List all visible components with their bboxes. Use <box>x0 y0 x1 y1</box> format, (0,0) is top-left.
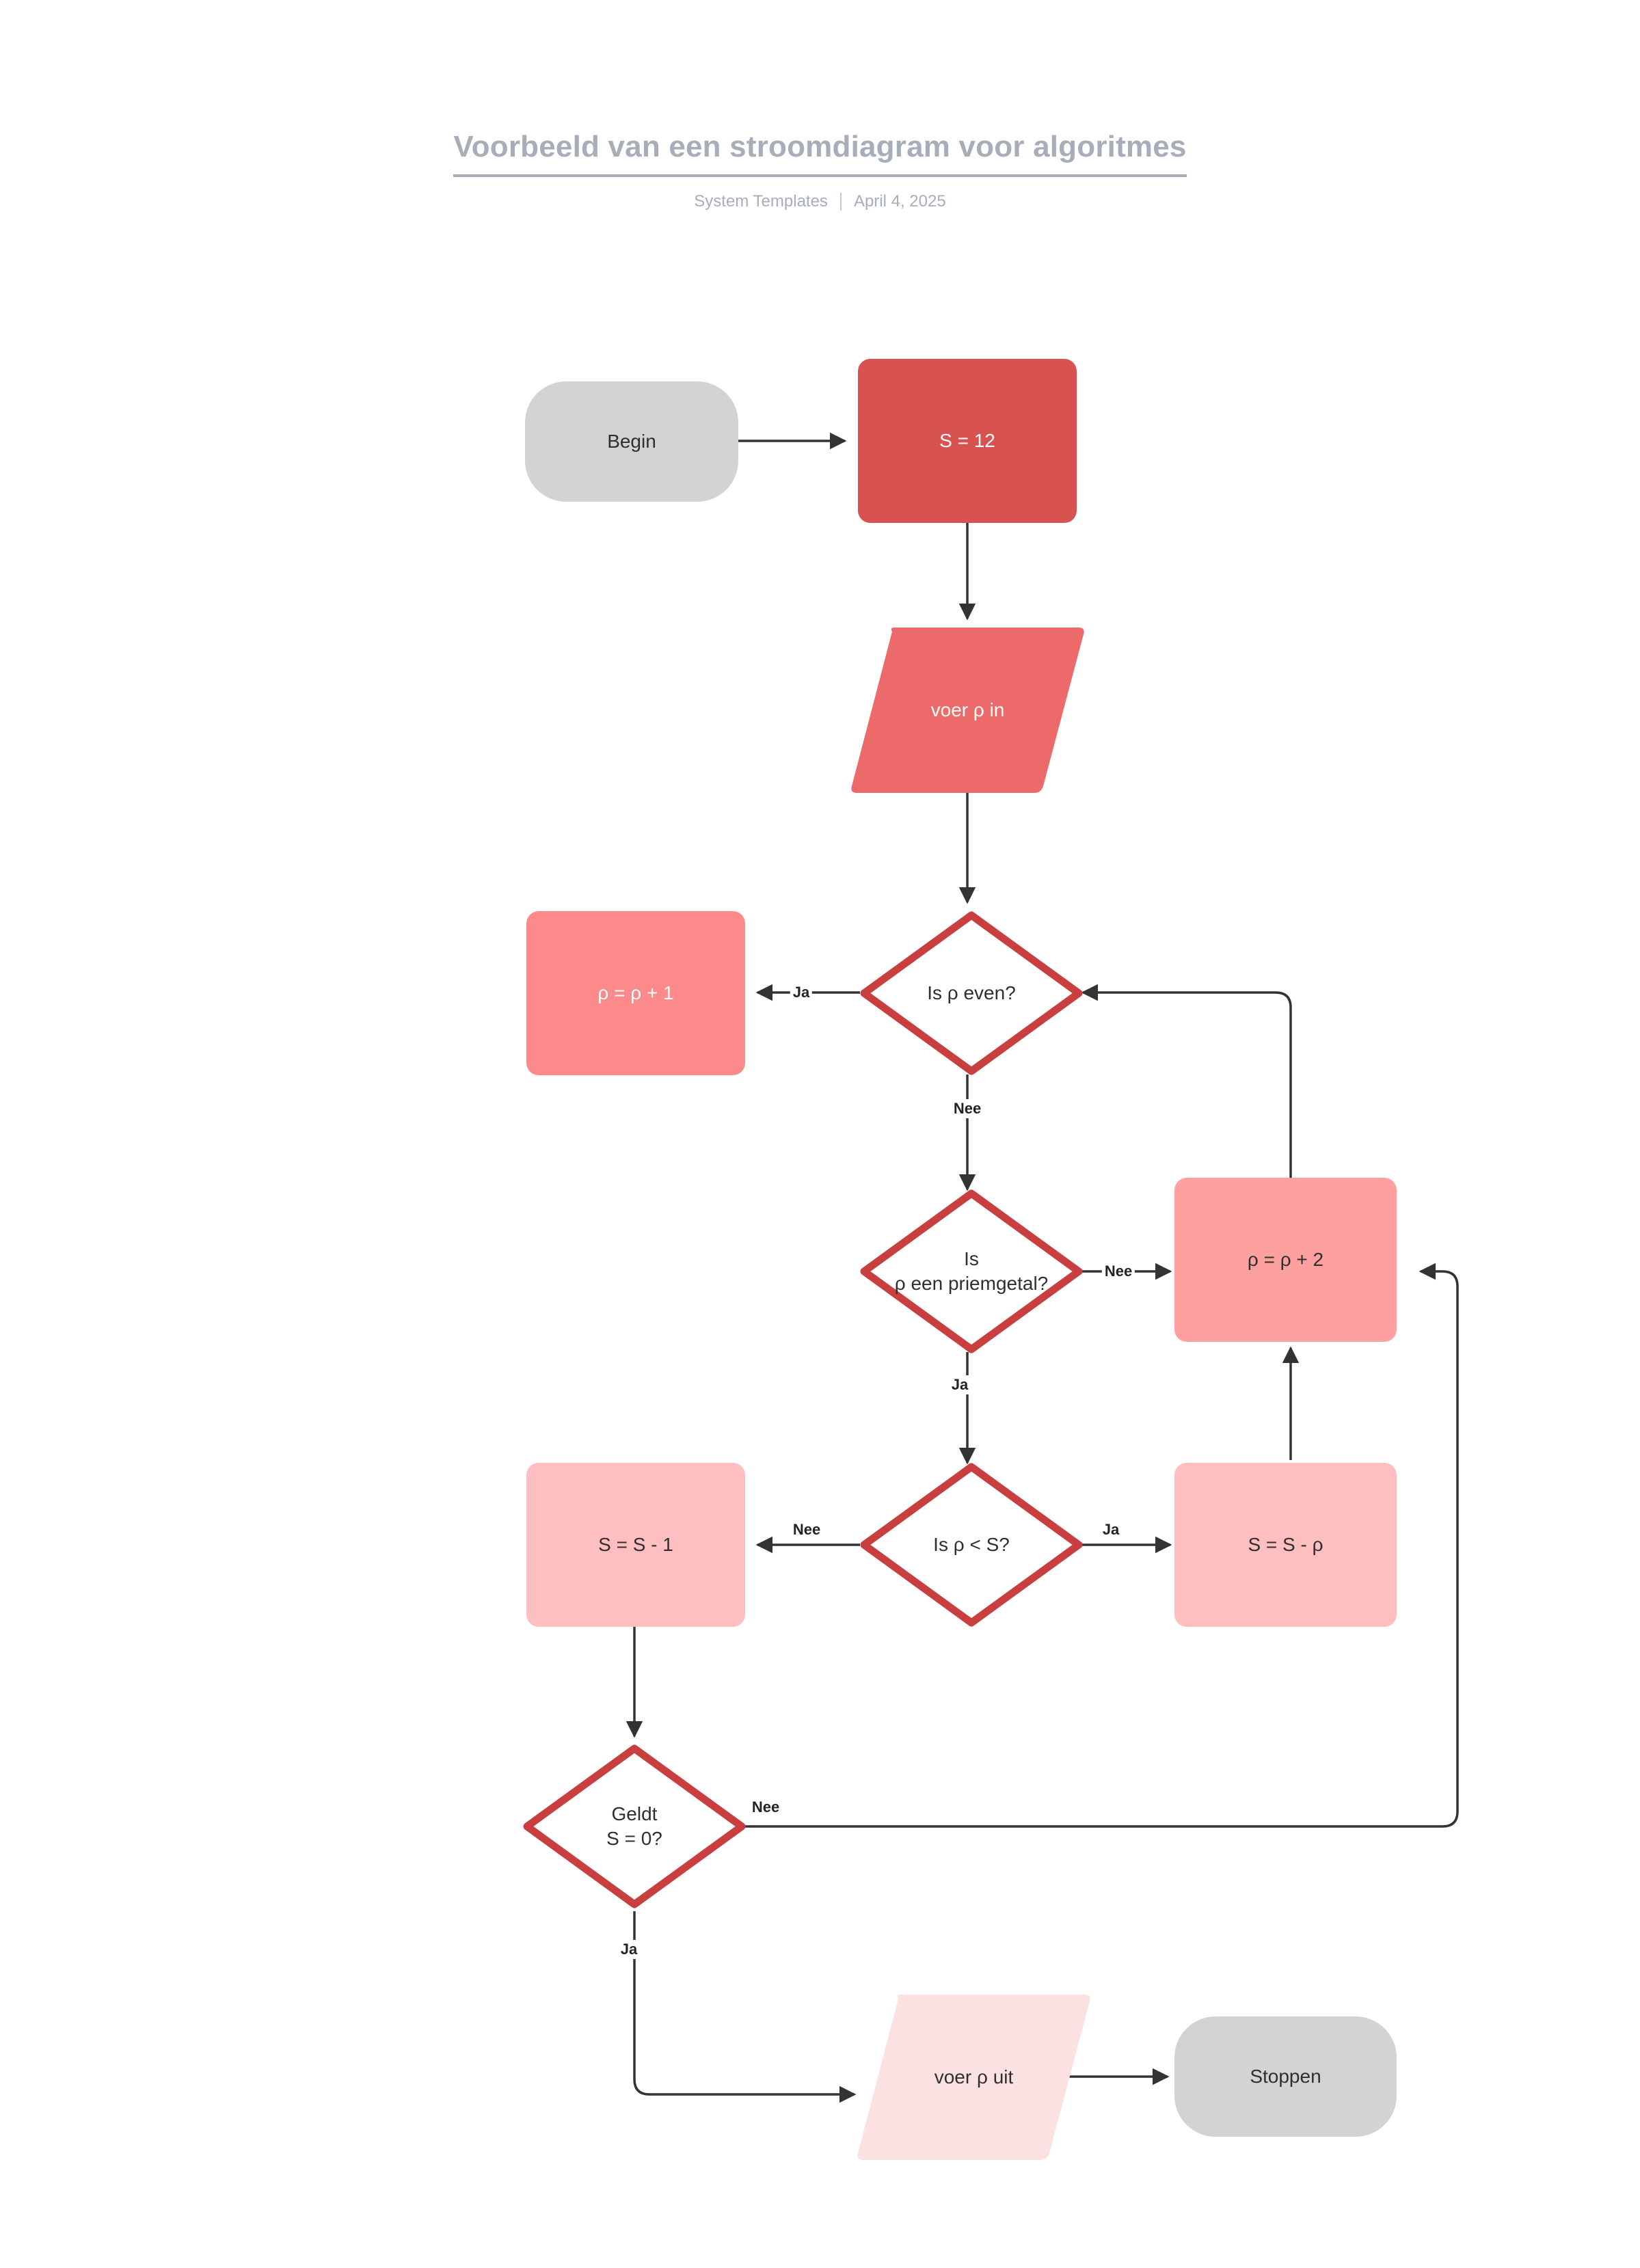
node-decision-rho-less-than-s-label: Is ρ < S? <box>933 1534 1010 1556</box>
node-begin[interactable]: Begin <box>525 381 738 502</box>
node-input-rho[interactable]: voer ρ in <box>850 627 1086 793</box>
edge-rho2-even <box>1081 984 1292 1195</box>
node-s-minus-1[interactable]: S = S - 1 <box>526 1463 745 1627</box>
node-s-equals-12[interactable]: S = 12 <box>858 359 1077 523</box>
node-output-rho-label: voer ρ uit <box>934 2066 1014 2088</box>
diamond-shape <box>860 1463 1083 1627</box>
node-stoppen-label: Stoppen <box>1250 2066 1321 2088</box>
node-input-rho-label: voer ρ in <box>930 699 1005 721</box>
node-decision-is-rho-prime[interactable]: Is ρ een priemgetal? <box>860 1189 1083 1353</box>
node-stoppen[interactable]: Stoppen <box>1174 2016 1397 2137</box>
document-subtitle: System Templates April 4, 2025 <box>0 192 1640 211</box>
edge-zero-output <box>633 1911 857 2103</box>
node-s-equals-12-label: S = 12 <box>939 430 995 452</box>
node-output-rho[interactable]: voer ρ uit <box>856 1995 1092 2160</box>
edge-label-zero-nee: Nee <box>749 1798 783 1817</box>
page-title: Voorbeeld van een stroomdiagram voor alg… <box>453 130 1187 177</box>
parallelogram-shape <box>851 627 1084 793</box>
edge-label-prime-nee: Nee <box>1101 1262 1135 1281</box>
node-decision-geldt-s-equals-0-label: Geldt S = 0? <box>606 1803 662 1849</box>
document-header: Voorbeeld van een stroomdiagram voor alg… <box>0 130 1640 211</box>
node-decision-is-rho-even-label: Is ρ even? <box>927 982 1016 1004</box>
node-rho-plus-1-label: ρ = ρ + 1 <box>597 982 674 1004</box>
edge-label-lt-nee: Nee <box>790 1520 824 1539</box>
edge-label-lt-ja: Ja <box>1099 1520 1123 1539</box>
node-rho-plus-1[interactable]: ρ = ρ + 1 <box>526 911 745 1075</box>
node-decision-is-rho-prime-label: Is ρ een priemgetal? <box>894 1248 1049 1294</box>
date-label: April 4, 2025 <box>853 191 946 211</box>
node-s-minus-1-label: S = S - 1 <box>598 1534 673 1556</box>
diamond-shape <box>860 911 1083 1075</box>
parallelogram-shape <box>857 1995 1090 2160</box>
edge-label-zero-ja: Ja <box>617 1940 641 1959</box>
node-rho-plus-2-label: ρ = ρ + 2 <box>1247 1249 1324 1271</box>
node-rho-plus-2[interactable]: ρ = ρ + 2 <box>1174 1178 1397 1342</box>
node-s-minus-rho[interactable]: S = S - ρ <box>1174 1463 1397 1627</box>
node-decision-geldt-s-equals-0[interactable]: Geldt S = 0? <box>523 1744 746 1908</box>
diamond-shape <box>860 1189 1083 1353</box>
edge-label-even-nee: Nee <box>950 1099 984 1118</box>
node-s-minus-rho-label: S = S - ρ <box>1248 1534 1323 1556</box>
node-decision-is-rho-even[interactable]: Is ρ even? <box>860 911 1083 1075</box>
node-begin-label: Begin <box>607 431 656 453</box>
node-decision-rho-less-than-s[interactable]: Is ρ < S? <box>860 1463 1083 1627</box>
edge-label-prime-ja: Ja <box>948 1375 971 1394</box>
edge-label-even-ja: Ja <box>790 983 813 1002</box>
diamond-shape <box>523 1744 746 1908</box>
author-label: System Templates <box>694 191 828 211</box>
subtitle-divider <box>839 192 842 211</box>
